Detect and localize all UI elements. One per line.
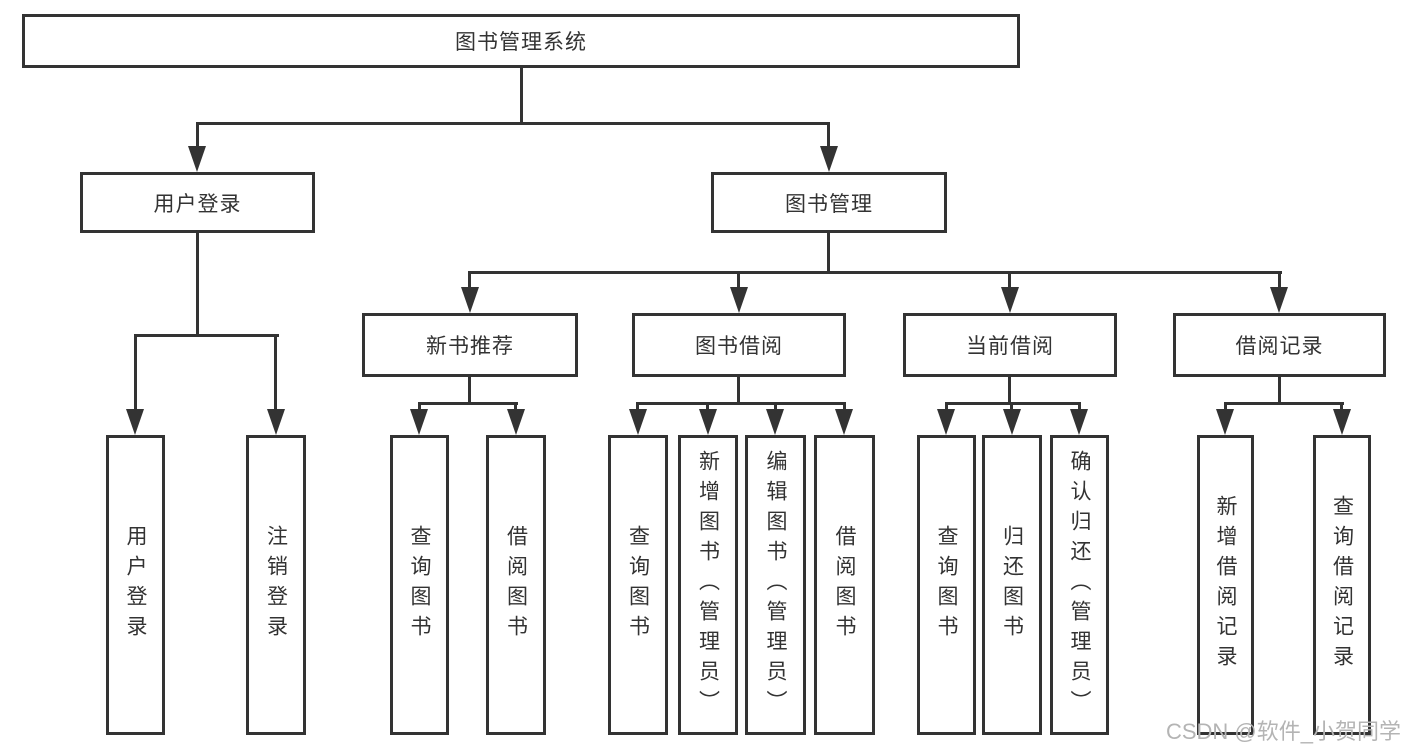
edge-book-borrowing-stem: [737, 377, 740, 404]
node-library-system-label: 图书管理系统: [455, 31, 587, 54]
arrowhead-down-icon: [1216, 409, 1234, 435]
leaf-label: 新增图书（管理员）: [696, 450, 720, 720]
edge-drop: [636, 402, 639, 412]
arrowhead-down-icon: [835, 409, 853, 435]
leaf-logout: 注销登录: [246, 435, 306, 735]
leaf-label: 借阅图书: [833, 525, 856, 645]
node-current-borrowing-label: 当前借阅: [966, 335, 1054, 358]
arrowhead-down-icon: [410, 409, 428, 435]
leaf-label: 查询图书: [408, 525, 431, 645]
edge-user-login-stem: [196, 233, 199, 337]
edge-current-borrowing-bar: [945, 402, 1081, 405]
leaf-label: 查询借阅记录: [1330, 495, 1354, 675]
leaf-label: 归还图书: [1000, 525, 1024, 645]
edge-book-management-bar: [468, 271, 1282, 274]
leaf-add-borrow-record: 新增借阅记录: [1197, 435, 1254, 735]
node-borrowing-records: 借阅记录: [1173, 313, 1386, 377]
edge-drop-leaf-user-login: [134, 334, 137, 410]
edge-drop: [774, 402, 777, 412]
edge-borrowing-records-bar: [1224, 402, 1344, 405]
edge-drop-borrowing-records: [1278, 271, 1281, 289]
leaf-edit-books-admin: 编辑图书（管理员）: [745, 435, 806, 735]
node-library-system: 图书管理系统: [22, 14, 1020, 68]
edge-drop-new-book-rec: [468, 271, 471, 289]
leaf-user-login: 用户登录: [106, 435, 165, 735]
edge-new-book-rec-bar: [418, 402, 518, 405]
leaf-label: 编辑图书（管理员）: [764, 450, 787, 720]
node-user-login: 用户登录: [80, 172, 315, 233]
edge-user-login-bar: [134, 334, 279, 337]
arrowhead-down-icon: [1003, 409, 1021, 435]
arrowhead-down-icon: [730, 287, 748, 313]
arrowhead-down-icon: [766, 409, 784, 435]
node-borrowing-records-label: 借阅记录: [1235, 335, 1324, 358]
leaf-add-books-admin: 新增图书（管理员）: [678, 435, 738, 735]
node-new-book-recommendation: 新书推荐: [362, 313, 578, 377]
arrowhead-down-icon: [1270, 287, 1288, 313]
leaf-label: 查询图书: [626, 525, 650, 645]
leaf-confirm-return-admin: 确认归还（管理员）: [1050, 435, 1109, 735]
leaf-query-books-recommend: 查询图书: [390, 435, 449, 735]
arrowhead-down-icon: [126, 409, 144, 435]
leaf-label: 确认归还（管理员）: [1068, 450, 1091, 720]
node-user-login-label: 用户登录: [153, 192, 242, 216]
leaf-label: 注销登录: [264, 525, 288, 645]
arrowhead-down-icon: [188, 146, 206, 172]
leaf-return-books: 归还图书: [982, 435, 1042, 735]
leaf-label: 用户登录: [124, 525, 147, 645]
edge-drop: [1224, 402, 1227, 412]
edge-root-stem: [520, 68, 523, 124]
arrowhead-down-icon: [267, 409, 285, 435]
arrowhead-down-icon: [1070, 409, 1088, 435]
edge-drop-leaf-logout: [274, 334, 277, 410]
node-book-borrowing-label: 图书借阅: [695, 335, 783, 358]
leaf-label: 查询图书: [935, 525, 958, 645]
node-book-management-label: 图书管理: [785, 192, 873, 216]
node-book-borrowing: 图书借阅: [632, 313, 846, 377]
edge-drop: [418, 402, 421, 412]
edge-drop: [1010, 402, 1013, 412]
edge-drop: [945, 402, 948, 412]
leaf-query-borrow-record: 查询借阅记录: [1313, 435, 1371, 735]
arrowhead-down-icon: [1333, 409, 1351, 435]
arrowhead-down-icon: [461, 287, 479, 313]
leaf-query-books-current: 查询图书: [917, 435, 976, 735]
edge-book-management-stem: [827, 233, 830, 274]
edge-current-borrowing-stem: [1008, 377, 1011, 404]
edge-drop-book-borrowing: [737, 271, 740, 289]
node-new-book-recommendation-label: 新书推荐: [426, 335, 514, 358]
edge-drop: [706, 402, 709, 412]
edge-drop-user-login: [196, 122, 199, 150]
edge-drop-book-management: [827, 122, 830, 150]
edge-borrowing-records-stem: [1278, 377, 1281, 404]
arrowhead-down-icon: [937, 409, 955, 435]
edge-drop-current-borrowing: [1008, 271, 1011, 289]
leaf-borrow-books-recommend: 借阅图书: [486, 435, 546, 735]
csdn-watermark: CSDN @软件_小贺同学: [1165, 719, 1401, 744]
arrowhead-down-icon: [820, 146, 838, 172]
edge-drop: [1340, 402, 1343, 412]
node-current-borrowing: 当前借阅: [903, 313, 1117, 377]
arrowhead-down-icon: [699, 409, 717, 435]
leaf-query-books-borrowing: 查询图书: [608, 435, 668, 735]
arrowhead-down-icon: [629, 409, 647, 435]
node-book-management: 图书管理: [711, 172, 947, 233]
leaf-borrow-books-borrowing: 借阅图书: [814, 435, 875, 735]
arrowhead-down-icon: [507, 409, 525, 435]
leaf-label: 借阅图书: [504, 525, 528, 645]
edge-book-borrowing-bar: [636, 402, 846, 405]
arrowhead-down-icon: [1001, 287, 1019, 313]
edge-new-book-rec-stem: [468, 377, 471, 404]
leaf-label: 新增借阅记录: [1214, 495, 1237, 675]
edge-drop: [514, 402, 517, 412]
edge-drop: [1078, 402, 1081, 412]
edge-drop: [843, 402, 846, 412]
edge-root-bar: [196, 122, 830, 125]
